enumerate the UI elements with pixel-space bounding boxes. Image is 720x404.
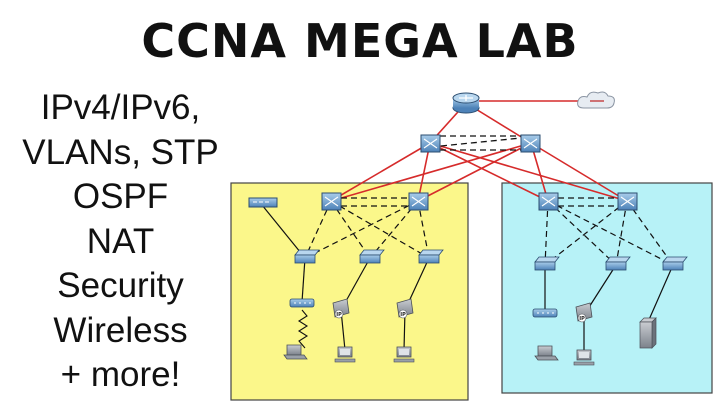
- etherchannel-links: [341, 135, 617, 207]
- ip-phone-2-label: IP: [400, 312, 406, 318]
- router-icon: [452, 92, 480, 114]
- wireless-link: [297, 309, 309, 349]
- ip-phone-1-label: IP: [336, 312, 342, 318]
- distribution-switch-3-icon: [538, 192, 559, 211]
- core-switch-left-icon: [420, 134, 441, 153]
- access-switch-5-icon: [605, 256, 631, 271]
- zone-left: [230, 182, 469, 401]
- access-switch-3-icon: [418, 249, 444, 264]
- internet-cloud-icon: [577, 91, 615, 109]
- distribution-switch-2-icon: [408, 192, 429, 211]
- access-switch-1-icon: [294, 249, 320, 264]
- pc-3-icon: [573, 349, 595, 366]
- topic-vlans-stp: VLANs, STP: [22, 132, 219, 172]
- pc-1-icon: [334, 346, 356, 363]
- topic-wireless: Wireless: [53, 310, 188, 350]
- distribution-switch-1-icon: [321, 192, 342, 211]
- laptop-1-icon: [283, 344, 308, 360]
- access-switch-2-icon: [359, 249, 385, 264]
- distribution-switch-4-icon: [617, 192, 638, 211]
- topic-more: + more!: [60, 355, 181, 394]
- ip-phone-1-icon: IP: [332, 298, 350, 319]
- access-point-2-icon: [532, 308, 558, 318]
- access-point-1-icon: [289, 298, 315, 308]
- zone-right: [501, 182, 713, 394]
- ip-phone-2-icon: IP: [396, 298, 414, 319]
- ip-phone-3-icon: IP: [575, 302, 593, 323]
- server-icon: [639, 317, 657, 349]
- core-switch-right-icon: [520, 134, 541, 153]
- wireless-controller-icon: [248, 197, 278, 208]
- page-title: CCNA MEGA LAB: [141, 14, 579, 68]
- access-switch-4-icon: [534, 256, 560, 271]
- access-switch-6-icon: [662, 256, 688, 271]
- topic-security: Security: [57, 266, 184, 305]
- topic-nat: NAT: [86, 221, 155, 261]
- uplink-links: [330, 100, 628, 202]
- laptop-2-icon: [534, 345, 559, 361]
- topic-list: IPv4/IPv6, VLANs, STP OSPF NAT Security …: [8, 86, 233, 398]
- ip-phone-3-label: IP: [579, 316, 585, 322]
- topic-ipv4-ipv6: IPv4/IPv6,: [40, 88, 201, 127]
- pc-2-icon: [393, 346, 415, 363]
- topic-ospf: OSPF: [72, 177, 169, 216]
